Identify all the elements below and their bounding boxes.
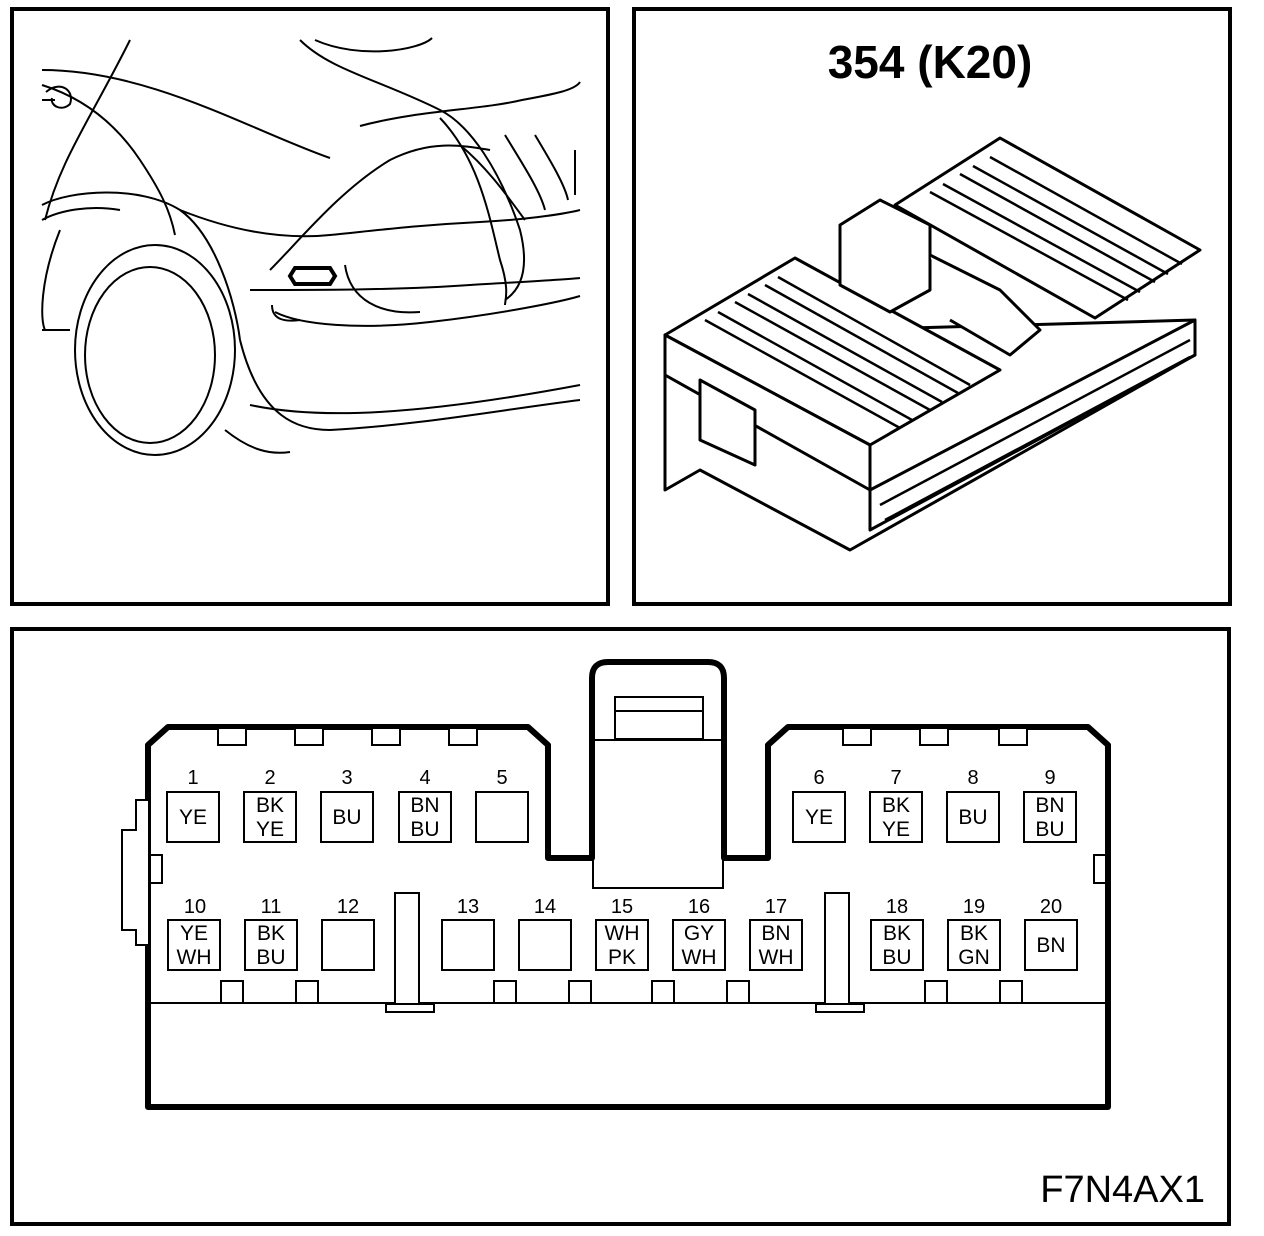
pin-number: 15 bbox=[611, 896, 633, 918]
wire-color: BN bbox=[1035, 794, 1064, 817]
wire-color-stripe: WH bbox=[682, 946, 717, 969]
pin-number: 6 bbox=[813, 767, 824, 789]
connector-3d-illustration bbox=[663, 136, 1202, 552]
pin-number: 9 bbox=[1044, 767, 1055, 789]
connector-ribs bbox=[704, 155, 1191, 522]
posts bbox=[385, 892, 865, 1013]
wire-color: BK bbox=[883, 922, 911, 945]
side-keys bbox=[121, 799, 1107, 946]
pin-number: 14 bbox=[534, 896, 556, 918]
wire-color: BK bbox=[960, 922, 988, 945]
wire-color-stripe: YE bbox=[882, 818, 910, 841]
pin-number: 18 bbox=[886, 896, 908, 918]
location-panel bbox=[10, 7, 610, 606]
pin-number: 1 bbox=[187, 767, 198, 789]
car-rear-illustration bbox=[41, 37, 581, 456]
wire-color: BU bbox=[958, 806, 987, 829]
wire-color: YE bbox=[805, 806, 833, 829]
wire-color-stripe: WH bbox=[759, 946, 794, 969]
connector-title: 354 (K20) bbox=[828, 36, 1033, 88]
pin-number: 10 bbox=[184, 896, 206, 918]
pin-number: 5 bbox=[496, 767, 507, 789]
wire-color: GY bbox=[684, 922, 714, 945]
wire-color: BN bbox=[761, 922, 790, 945]
pin-13: 13 bbox=[441, 896, 495, 971]
figure-code: F7N4AX1 bbox=[1040, 1169, 1205, 1211]
wire-color: BU bbox=[332, 806, 361, 829]
pin-14: 14 bbox=[518, 896, 572, 971]
pin-number: 13 bbox=[457, 896, 479, 918]
pin-6: 6YE bbox=[792, 767, 846, 843]
wire-color-stripe: BU bbox=[256, 946, 285, 969]
pin-number: 20 bbox=[1040, 896, 1062, 918]
bottom-notches bbox=[220, 980, 1023, 1004]
wire-color-stripe: PK bbox=[608, 946, 636, 969]
wire-color: YE bbox=[180, 922, 208, 945]
pin-1: 1YE bbox=[166, 767, 220, 843]
pin-number: 11 bbox=[261, 896, 282, 918]
wire-color: BK bbox=[257, 922, 285, 945]
pin-12: 12 bbox=[321, 896, 375, 971]
connector-3d-panel: 354 (K20) bbox=[632, 7, 1232, 606]
pin-number: 16 bbox=[688, 896, 710, 918]
wire-color-stripe: GN bbox=[958, 946, 990, 969]
pin-number: 19 bbox=[963, 896, 985, 918]
wire-color-stripe: BU bbox=[1035, 818, 1064, 841]
wire-color: WH bbox=[605, 922, 640, 945]
wire-color: BK bbox=[882, 794, 910, 817]
pin-number: 4 bbox=[419, 767, 430, 789]
wire-color: BN bbox=[410, 794, 439, 817]
wire-color-stripe: BU bbox=[882, 946, 911, 969]
top-notches bbox=[217, 727, 1028, 746]
wire-color: BN bbox=[1036, 934, 1065, 957]
wire-color: BK bbox=[256, 794, 284, 817]
pin-number: 3 bbox=[341, 767, 352, 789]
pin-number: 17 bbox=[765, 896, 787, 918]
pin-number: 12 bbox=[337, 896, 359, 918]
pin-number: 8 bbox=[967, 767, 978, 789]
pin-number: 7 bbox=[890, 767, 901, 789]
latch bbox=[592, 696, 724, 889]
wire-color-stripe: WH bbox=[177, 946, 212, 969]
pin-3: 3BU bbox=[320, 767, 374, 843]
pin-8: 8BU bbox=[946, 767, 1000, 843]
pin-5: 5 bbox=[475, 767, 529, 843]
pin-number: 2 bbox=[264, 767, 275, 789]
wire-color-stripe: YE bbox=[256, 818, 284, 841]
wire-color: YE bbox=[179, 806, 207, 829]
connector-housing bbox=[145, 659, 1111, 1110]
wire-color-stripe: BU bbox=[410, 818, 439, 841]
